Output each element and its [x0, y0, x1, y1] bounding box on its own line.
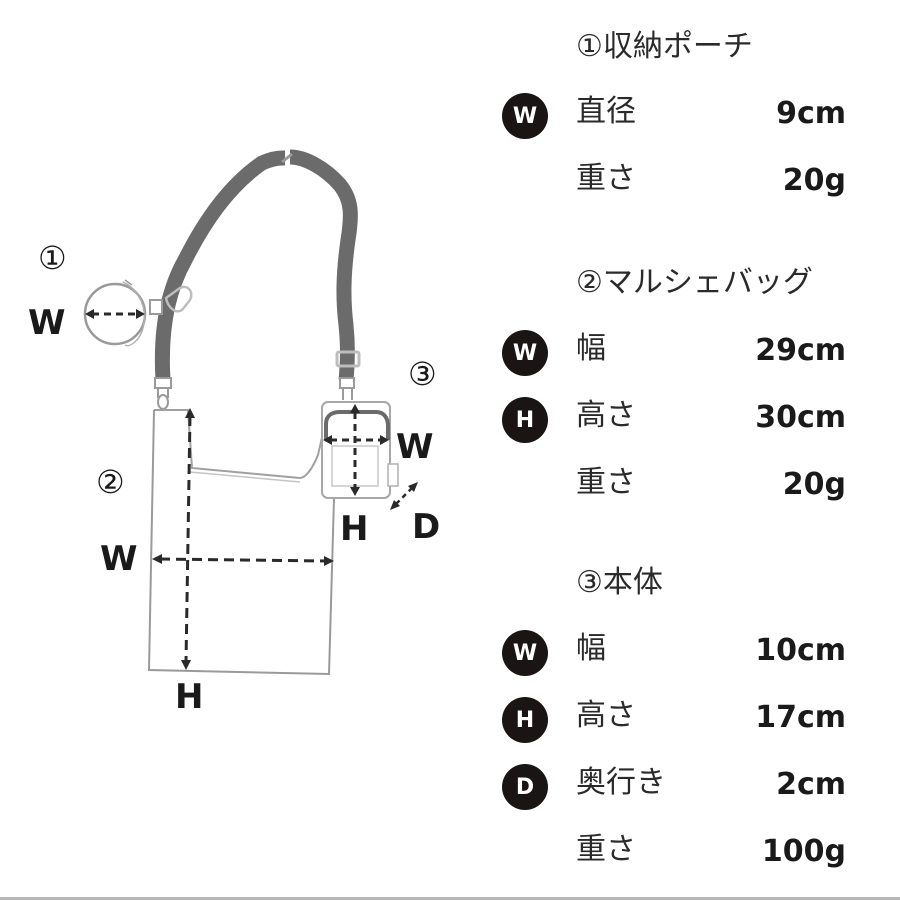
spec-value: 2cm: [776, 767, 846, 802]
spec-label: 重さ: [576, 161, 636, 196]
body-width-label: W: [396, 427, 434, 467]
spec-value: 17cm: [755, 700, 846, 735]
spec-row-body-height: H 高さ 17cm: [500, 697, 846, 743]
spec-row-body-weight: 重さ 100g: [500, 831, 846, 875]
body-case-drawing: [321, 401, 418, 510]
shoulder-strap: [149, 149, 361, 410]
spec-value: 9cm: [776, 96, 846, 131]
depth-badge-icon: D: [502, 764, 548, 810]
height-badge-icon: H: [502, 397, 548, 443]
spec-value: 100g: [761, 834, 846, 869]
spec-row-pouch-diameter: W 直径 9cm: [500, 93, 846, 139]
marche-bag-width-label: W: [100, 539, 138, 579]
marche-bag-drawing: [147, 408, 335, 676]
spec-list: ①収納ポーチ W 直径 9cm 重さ 20g ②マルシェバッグ W 幅 29cm…: [500, 0, 900, 900]
product-illustration: ① W ② W H ③ W H D: [28, 149, 441, 717]
section-title-body: ③本体: [576, 565, 663, 600]
pouch-width-label: W: [28, 303, 66, 343]
height-badge-icon: H: [502, 697, 548, 743]
spec-value: 29cm: [755, 333, 846, 368]
spec-label: 幅: [576, 631, 606, 666]
spec-value: 30cm: [755, 400, 846, 435]
bag-diagram-svg: [83, 149, 418, 676]
spec-label: 重さ: [576, 832, 636, 867]
spec-row-bag-width: W 幅 29cm: [500, 330, 846, 376]
pouch-marker: ①: [38, 239, 67, 277]
body-depth-label: D: [412, 507, 441, 547]
spec-label: 高さ: [576, 398, 636, 433]
body-height-label: H: [340, 509, 369, 549]
spec-value: 20g: [782, 467, 846, 502]
spec-value: 10cm: [755, 633, 846, 668]
width-badge-icon: W: [502, 630, 548, 676]
spec-label: 重さ: [576, 465, 636, 500]
width-badge-icon: W: [502, 93, 548, 139]
spec-value: 20g: [782, 163, 846, 198]
pouch-drawing: [83, 279, 147, 347]
marche-bag-marker: ②: [96, 463, 125, 501]
bottom-divider: [0, 897, 900, 900]
spec-row-body-width: W 幅 10cm: [500, 630, 846, 676]
marche-bag-height-label: H: [175, 677, 204, 717]
spec-row-body-depth: D 奥行き 2cm: [500, 764, 846, 810]
body-marker: ③: [408, 355, 437, 393]
width-badge-icon: W: [502, 330, 548, 376]
spec-row-bag-height: H 高さ 30cm: [500, 397, 846, 443]
spec-row-pouch-weight: 重さ 20g: [500, 160, 846, 204]
spec-label: 直径: [576, 94, 636, 129]
section-title-marche-bag: ②マルシェバッグ: [576, 265, 813, 300]
spec-label: 奥行き: [576, 765, 666, 800]
spec-row-bag-weight: 重さ 20g: [500, 464, 846, 508]
spec-label: 幅: [576, 331, 606, 366]
spec-label: 高さ: [576, 698, 636, 733]
section-title-pouch: ①収納ポーチ: [576, 29, 753, 64]
